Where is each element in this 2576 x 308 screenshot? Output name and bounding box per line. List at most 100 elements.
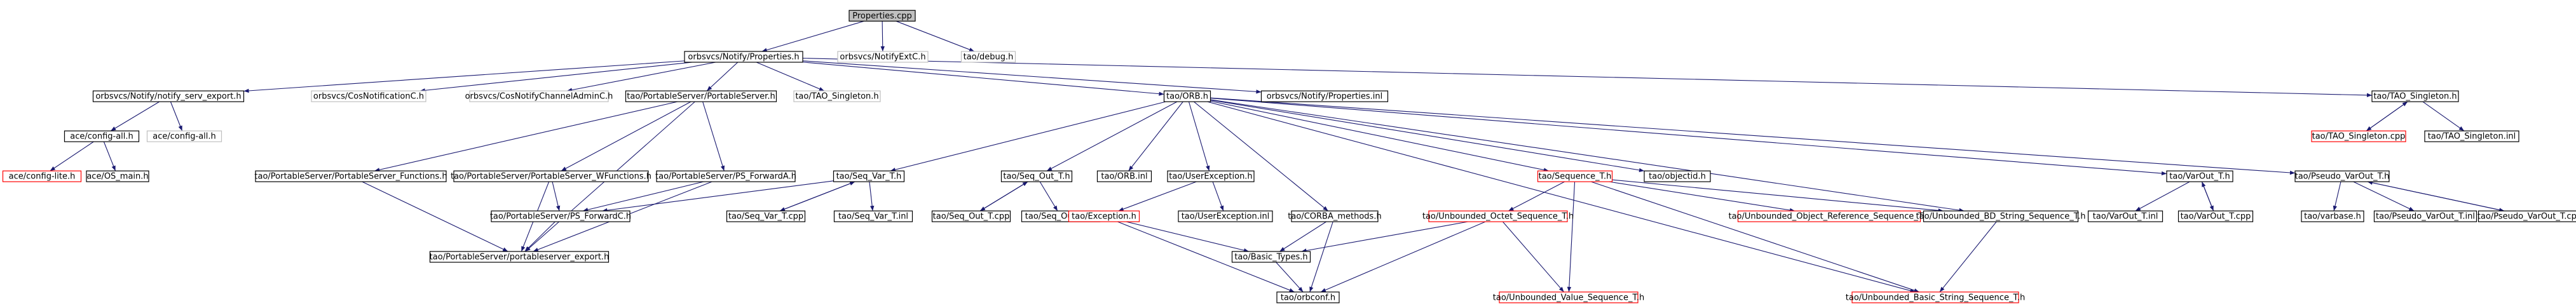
node-box [1096, 170, 1152, 182]
node-unbounded-value-seq-h[interactable]: tao/Unbounded_Value_Sequence_T.h [1493, 291, 1644, 304]
edge-line [1117, 221, 1295, 293]
node-sequence-t-h[interactable]: tao/Sequence_T.h [1537, 170, 1613, 182]
edge-arrowhead [869, 205, 875, 211]
edge-arrowhead [819, 87, 824, 91]
node-ace-os-main-h[interactable]: ace/OS_main.h [86, 170, 149, 182]
edge-arrowhead [111, 165, 116, 171]
edge-pseudo_varout_t_h-to-pseudo_varout_t_inl [2353, 181, 2415, 211]
node-unbounded-objref-seq-h[interactable]: tao/Unbounded_Object_Reference_Sequence_… [1728, 210, 1930, 222]
edge-arrowhead [502, 247, 508, 251]
node-tao-singleton-h[interactable]: tao/TAO_Singleton.h [2371, 90, 2459, 102]
edge-line [1301, 221, 1468, 252]
edge-arrowhead [1508, 206, 1514, 211]
node-varout-t-inl[interactable]: tao/VarOut_T.inl [2087, 210, 2164, 222]
node-ps-forwardc-h[interactable]: tao/PortableServer/PS_ForwardC.h [490, 210, 631, 222]
edge-line [1210, 97, 2296, 174]
edge-arrowhead [1118, 207, 1124, 211]
node-corba-methods-h[interactable]: tao/CORBA_methods.h [1288, 210, 1382, 222]
node-unbounded-basic-string-seq-h[interactable]: tao/Unbounded_Basic_String_Sequence_T.h [1846, 291, 2025, 304]
node-varbase-h[interactable]: tao/varbase.h [2301, 210, 2364, 222]
node-portable-server-h[interactable]: tao/PortableServer/PortableServer.h [625, 90, 777, 102]
node-label: tao/VarOut_T.h [2169, 172, 2230, 182]
node-ps-wfunctions-h[interactable]: tao/PortableServer/PortableServer_WFunct… [451, 170, 651, 182]
node-label: tao/Unbounded_Object_Reference_Sequence_… [1728, 212, 1930, 222]
node-label: tao/Exception.h [1072, 212, 1136, 222]
node-ace-config-lite-h[interactable]: ace/config-lite.h [2, 170, 82, 182]
edge-portable_server_h-to-ps_functions_h [374, 101, 678, 172]
node-user-exception-h[interactable]: tao/UserException.h [1167, 170, 1255, 182]
node-orbconf-h[interactable]: tao/orbconf.h [1276, 291, 1340, 304]
node-unbounded-bd-string-seq-h[interactable]: tao/Unbounded_BD_String_Sequence_T.h [1916, 210, 2086, 222]
edge-arrowhead [1939, 286, 1945, 292]
node-seq-var-t-cpp[interactable]: tao/Seq_Var_T.cpp [726, 210, 806, 222]
node-box [429, 251, 610, 263]
edge-arrowhead [880, 46, 885, 51]
node-seq-var-t-inl[interactable]: tao/Seq_Var_T.inl [833, 210, 913, 222]
edge-line [761, 20, 864, 52]
node-exception-h[interactable]: tao/Exception.h [1068, 210, 1140, 222]
node-pseudo-varout-t-cpp[interactable]: tao/Pseudo_VarOut_T.cpp [2477, 210, 2576, 222]
node-tao-orb-h[interactable]: tao/ORB.h [1163, 90, 1211, 102]
edge-line [1046, 101, 1178, 171]
node-properties-cpp[interactable]: Properties.cpp [848, 10, 916, 22]
edge-ps_wfunctions_h-to-ps_forwardc_h [552, 182, 561, 211]
node-label: tao/Basic_Types.h [1234, 252, 1307, 262]
node-objectid-h[interactable]: tao/objectid.h [1644, 170, 1711, 182]
edge-unbounded_octet_seq_h-to-unbounded_value_seq_h [1502, 221, 1565, 293]
node-label: tao/TAO_Singleton.cpp [2312, 132, 2406, 142]
node-seq-out-t-cpp[interactable]: tao/Seq_Out_T.cpp [931, 210, 1011, 222]
node-ps-forwarda-h[interactable]: tao/PortableServer/PS_ForwardA.h [655, 170, 796, 182]
node-varout-t-h[interactable]: tao/VarOut_T.h [2166, 170, 2233, 182]
node-cos-notification-c-h: orbsvcs/CosNotificationC.h [311, 90, 426, 102]
node-tao-singleton-inl[interactable]: tao/TAO_Singleton.inl [2424, 130, 2519, 142]
edge-arrowhead [521, 246, 526, 251]
node-portableserver-export-h[interactable]: tao/PortableServer/portableserver_export… [429, 251, 610, 263]
edge-arrowhead [1323, 206, 1328, 211]
edge-arrowhead [1046, 166, 1053, 171]
node-notify-properties-inl[interactable]: orbsvcs/Notify/Properties.inl [1260, 90, 1389, 102]
edge-line [419, 62, 693, 91]
node-notify-serv-export-h[interactable]: orbsvcs/Notify/notify_serv_export.h [92, 90, 245, 102]
edge-arrowhead [2289, 170, 2295, 175]
node-user-exception-inl[interactable]: tao/UserException.inl [1178, 210, 1273, 222]
node-label: tao/PortableServer/PortableServer_Functi… [254, 172, 447, 182]
edge-tao_orb_h-to-orb_inl [1128, 101, 1183, 171]
node-seq-out-t-h[interactable]: tao/Seq_Out_T.h [1000, 170, 1073, 182]
node-pseudo-varout-t-inl[interactable]: tao/Pseudo_VarOut_T.inl [2373, 210, 2477, 222]
node-label: tao/VarOut_T.inl [2093, 212, 2158, 222]
edge-arrowhead [1053, 205, 1058, 211]
node-unbounded-octet-seq-h[interactable]: tao/Unbounded_Octet_Sequence_T.h [1422, 210, 1574, 222]
node-label: Properties.cpp [852, 11, 911, 21]
edge-line [1188, 101, 1210, 171]
node-label: tao/UserException.inl [1182, 212, 1270, 222]
node-box [960, 51, 1016, 63]
node-seq-var-t-h[interactable]: tao/Seq_Var_T.h [833, 170, 905, 182]
node-basic-types-h[interactable]: tao/Basic_Types.h [1231, 251, 1311, 263]
node-label: tao/VarOut_T.cpp [2181, 212, 2251, 222]
node-ps-functions-h[interactable]: tao/PortableServer/PortableServer_Functi… [254, 170, 447, 182]
node-notify-properties-h[interactable]: orbsvcs/Notify/Properties.h [684, 51, 803, 63]
node-label: orbsvcs/Notify/notify_serv_export.h [95, 92, 241, 102]
edge-tao_orb_h-to-seq_var_t_h [890, 101, 1166, 172]
edge-arrowhead [524, 246, 530, 251]
edge-ps_forwardc_h-to-portableserver_export_h [524, 221, 555, 252]
node-pseudo-varout-t-h[interactable]: tao/Pseudo_VarOut_T.h [2294, 170, 2390, 182]
edge-sequence_t_h-to-unbounded_bd_string_seq_h [1612, 179, 1944, 213]
node-varout-t-cpp[interactable]: tao/VarOut_T.cpp [2177, 210, 2254, 222]
edge-arrowhead [1558, 286, 1564, 292]
edge-basic_types_h-to-orbconf_h [1276, 262, 1304, 293]
node-box [1231, 251, 1311, 263]
edge-seq_out_t_cpp-to-seq_out_t_h [979, 181, 1028, 211]
edge-line [756, 62, 825, 91]
edge-arrowhead [1159, 91, 1164, 96]
node-box [656, 170, 796, 182]
node-box [86, 170, 149, 182]
node-label: tao/varbase.h [2304, 212, 2361, 222]
edge-arrowhead [556, 205, 561, 211]
node-tao-singleton-cpp[interactable]: tao/TAO_Singleton.cpp [2311, 130, 2406, 142]
node-box [848, 10, 916, 22]
node-ace-config-all-h[interactable]: ace/config-all.h [64, 130, 140, 142]
node-orb-inl[interactable]: tao/ORB.inl [1096, 170, 1152, 182]
edge-arrowhead [2408, 206, 2415, 211]
